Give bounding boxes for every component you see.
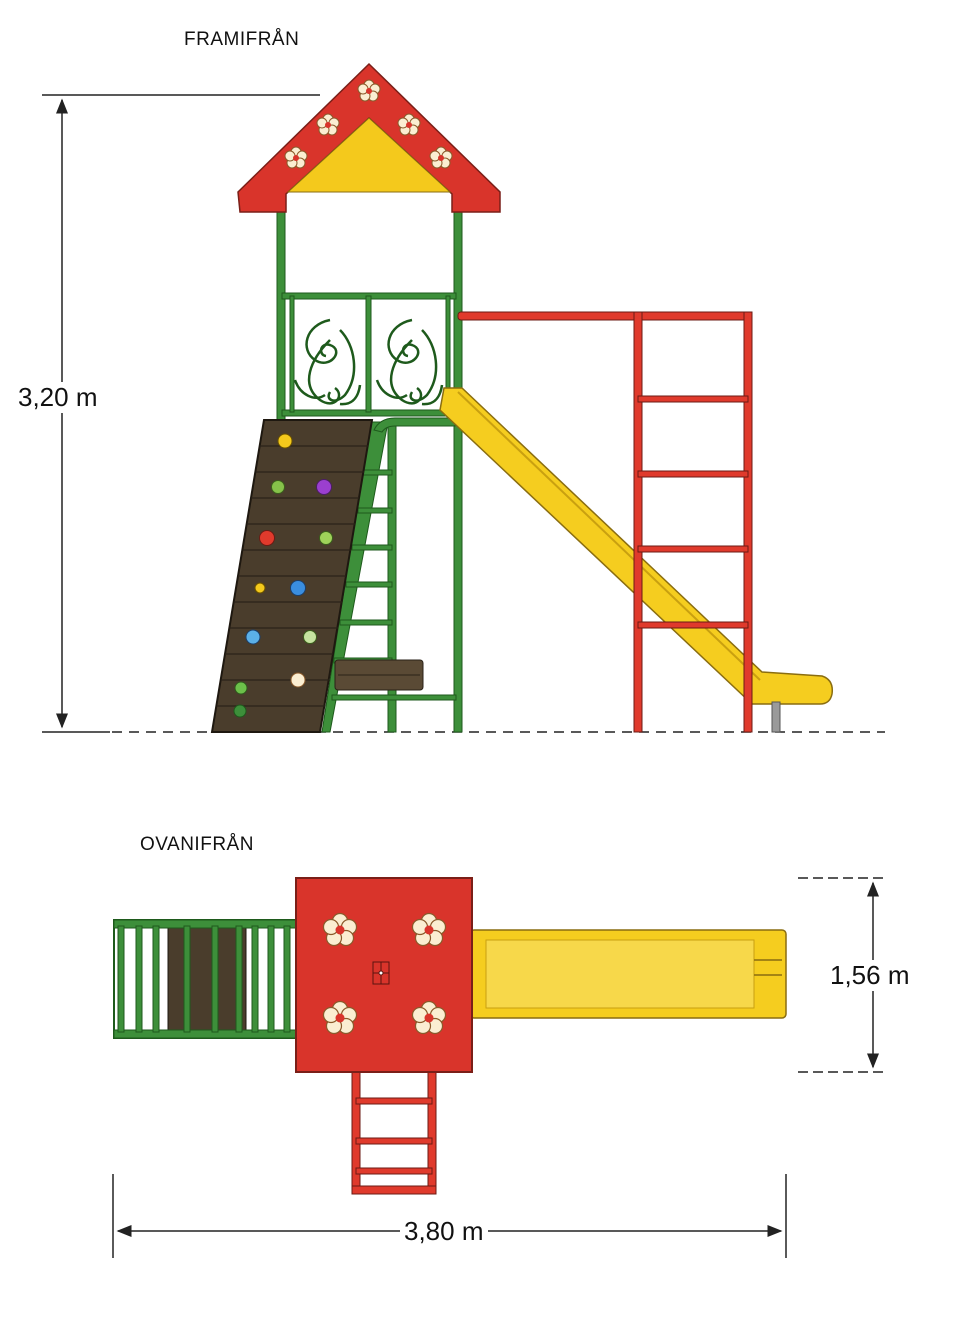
climbing-hold-icon: [290, 580, 306, 596]
top-climbing-wall: [113, 919, 297, 1039]
front-view-title: FRAMIFRÅN: [184, 29, 300, 50]
height-dimension-line: [42, 94, 320, 733]
climbing-hold-icon: [245, 629, 261, 645]
climbing-hold-icon: [303, 630, 317, 644]
railing-ornament: [293, 318, 444, 406]
climbing-wall: [210, 419, 374, 733]
climbing-hold-icon: [277, 433, 293, 449]
roof: [237, 62, 501, 213]
front-view: [42, 62, 885, 733]
climbing-hold-icon: [316, 479, 332, 495]
top-roof: [295, 877, 473, 1073]
climbing-hold-icon: [254, 582, 266, 594]
top-slide: [469, 929, 787, 1019]
depth-dimension-label: 1,56 m: [826, 960, 914, 991]
slide: [439, 387, 834, 733]
climbing-hold-icon: [259, 530, 275, 546]
top-view-title: OVANIFRÅN: [140, 834, 254, 855]
top-ladder: [351, 1067, 437, 1195]
bench: [334, 659, 424, 691]
climbing-hold-icon: [319, 531, 333, 545]
climbing-hold-icon: [271, 480, 285, 494]
top-view: [112, 877, 888, 1258]
side-ladder: [457, 311, 753, 733]
width-dimension-label: 3,80 m: [400, 1216, 488, 1247]
climbing-hold-icon: [234, 681, 248, 695]
climbing-hold-icon: [233, 704, 247, 718]
climbing-hold-icon: [290, 672, 306, 688]
height-dimension-label: 3,20 m: [14, 382, 102, 413]
